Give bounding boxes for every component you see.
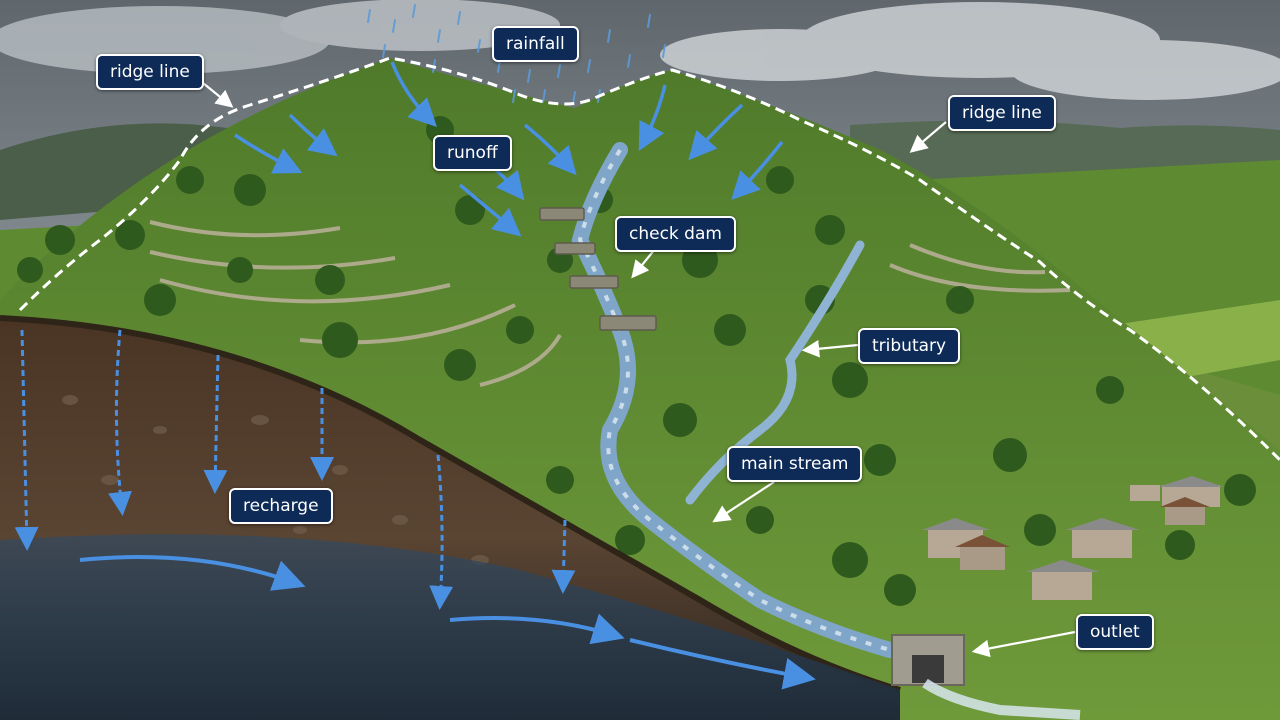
runoff-label: runoff — [433, 135, 512, 171]
rainfall-label: rainfall — [492, 26, 579, 62]
leader-lines — [202, 82, 1076, 658]
main-stream-foam — [577, 148, 891, 652]
groundwater-arrows — [79, 555, 816, 690]
outlet-structure — [891, 634, 1081, 720]
runoff-arrows — [234, 61, 784, 237]
ridge-line — [18, 56, 1280, 462]
aquifer — [0, 534, 900, 720]
check-dam-label: check dam — [615, 216, 736, 252]
ridge-line-label-left: ridge line — [96, 54, 204, 90]
village-houses — [922, 476, 1224, 600]
recharge-arrows — [14, 329, 576, 610]
tributary-channel — [685, 240, 865, 505]
ridge-line-label-right: ridge line — [948, 95, 1056, 131]
recharge-label: recharge — [229, 488, 333, 524]
check-dams — [539, 207, 657, 331]
outlet-label: outlet — [1076, 614, 1154, 650]
clouds — [0, 0, 1280, 100]
main-stream-label: main stream — [727, 446, 863, 482]
rain-drops — [367, 4, 666, 105]
trees — [17, 116, 1256, 606]
topsoil-line — [0, 315, 901, 693]
tributary-label: tributary — [858, 328, 961, 364]
